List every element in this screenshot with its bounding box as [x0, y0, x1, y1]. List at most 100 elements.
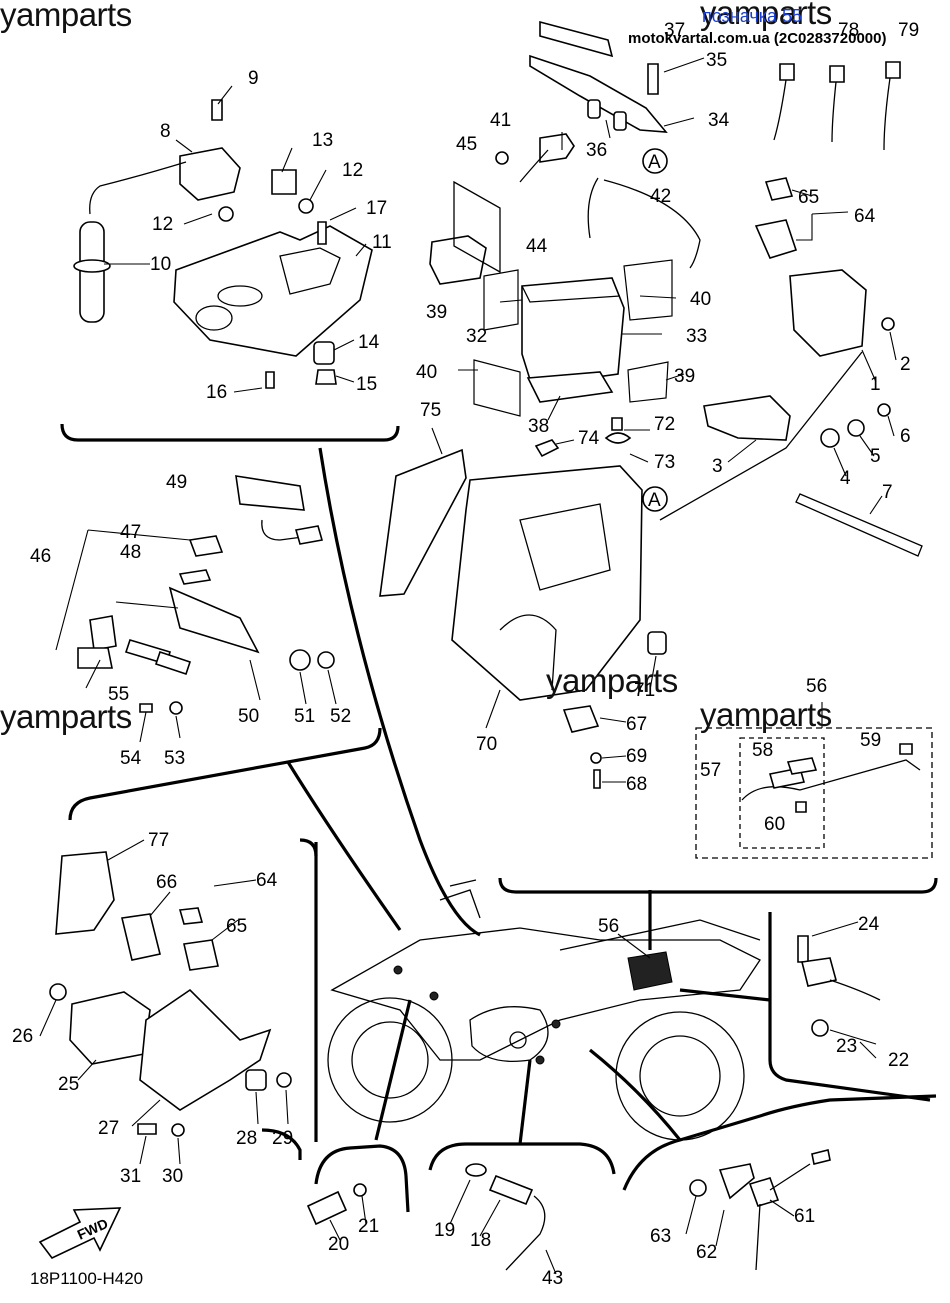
part-label: 57: [700, 760, 721, 781]
part-label: 38: [528, 416, 549, 437]
part-label: 12: [342, 160, 363, 181]
part-label: 43: [542, 1268, 563, 1289]
part-label: 56: [598, 916, 619, 937]
part-label: 29: [272, 1128, 293, 1149]
battery-group: [429, 132, 701, 421]
part-label: 63: [650, 1226, 671, 1247]
part-label: 24: [858, 914, 880, 935]
part-label: 48: [120, 542, 141, 563]
part-label: 14: [358, 332, 380, 353]
part-label: 22: [888, 1050, 909, 1071]
part-label: 54: [120, 748, 142, 769]
watermark: yamparts: [0, 0, 132, 33]
source-site-label: motokvartal.com.ua (2C0283720000): [628, 30, 887, 47]
wire-harness-box: [695, 702, 933, 859]
part-label: 75: [420, 400, 441, 421]
part-label: 23: [836, 1036, 857, 1057]
part-label: 65: [226, 916, 247, 937]
part-label: 42: [650, 186, 671, 207]
part-label: 70: [476, 734, 497, 755]
part-label: 18: [470, 1230, 491, 1251]
part-label: 4: [840, 468, 851, 489]
part-label: 13: [312, 130, 333, 151]
part-label: 31: [120, 1166, 141, 1187]
part-label: 67: [626, 714, 647, 735]
part-label: 10: [150, 254, 171, 275]
part-labels: 1 2 3 4 5 6 7 8 9 10 11 12 12 13 14 15 1…: [12, 20, 919, 1289]
part-label: 20: [328, 1234, 349, 1255]
part-label: 58: [752, 740, 773, 761]
watermark: yamparts: [546, 662, 678, 699]
part-label: 28: [236, 1128, 257, 1149]
part-label: 8: [160, 121, 171, 142]
part-label: 45: [456, 134, 477, 155]
part-label: 17: [366, 198, 387, 219]
regulator-group: [38, 839, 292, 1260]
part-label: 27: [98, 1118, 119, 1139]
part-label: 69: [626, 746, 647, 767]
part-label: 60: [764, 814, 785, 835]
watermark: yamparts: [700, 696, 832, 733]
callout-letter: A: [648, 490, 661, 511]
part-label: 15: [356, 374, 377, 395]
part-label: 50: [238, 706, 259, 727]
part-label: 5: [870, 446, 881, 467]
part-label: 61: [794, 1206, 815, 1227]
part-label: 39: [426, 302, 447, 323]
part-label: 46: [30, 546, 51, 567]
part-label: 73: [654, 452, 675, 473]
part-label: 72: [654, 414, 675, 435]
part-label: 25: [58, 1074, 79, 1095]
part-label: 3: [712, 456, 723, 477]
part-label: 53: [164, 748, 185, 769]
part-label: 59: [860, 730, 881, 751]
part-label: 30: [162, 1166, 183, 1187]
part-label: 1: [870, 374, 881, 395]
part-label: 56: [806, 676, 827, 697]
ecu-relay-group: [642, 177, 923, 557]
part-label: 71: [634, 680, 655, 701]
cable-ties: [773, 61, 901, 151]
part-label: 35: [706, 50, 727, 71]
part-label: 7: [882, 482, 893, 503]
watermark: yamparts: [700, 0, 832, 31]
part-label: 52: [330, 706, 351, 727]
part-label: 78: [838, 20, 859, 41]
part-label: 19: [434, 1220, 455, 1241]
part-label: 62: [696, 1242, 717, 1263]
part-label: 55: [108, 684, 129, 705]
part-label: 41: [490, 110, 511, 131]
part-label: 68: [626, 774, 647, 795]
part-label: 47: [120, 522, 141, 543]
part-label: 64: [256, 870, 278, 891]
part-label: 36: [586, 140, 607, 161]
part-label: 11: [372, 232, 392, 253]
marker-badge: позначка 55: [702, 6, 803, 26]
strap-group: [529, 20, 705, 174]
region-frames: [60, 423, 938, 1213]
part-label: 21: [358, 1216, 379, 1237]
part-label: 39: [674, 366, 695, 387]
part-label: 77: [148, 830, 169, 851]
part-label: 64: [854, 206, 876, 227]
part-label: 34: [708, 110, 730, 131]
ignition-coil-group: [73, 85, 373, 393]
part-label: 9: [248, 68, 259, 89]
watermark: yamparts: [0, 698, 132, 735]
part-label: 65: [798, 187, 819, 208]
part-label: 16: [206, 382, 227, 403]
part-label: 79: [898, 20, 919, 41]
atv-silhouette: [327, 879, 761, 1141]
part-label: 33: [686, 326, 707, 347]
part-label: 2: [900, 354, 911, 375]
part-label: 44: [526, 236, 548, 257]
battery-box-group: [379, 417, 667, 789]
part-label: 6: [900, 426, 911, 447]
watermarks: yamparts yamparts yamparts yamparts yamp…: [0, 0, 832, 735]
part-label: 66: [156, 872, 177, 893]
part-label: 12: [152, 214, 173, 235]
part-label: 51: [294, 706, 315, 727]
switch-group: [55, 475, 337, 743]
part-label: 40: [690, 289, 711, 310]
